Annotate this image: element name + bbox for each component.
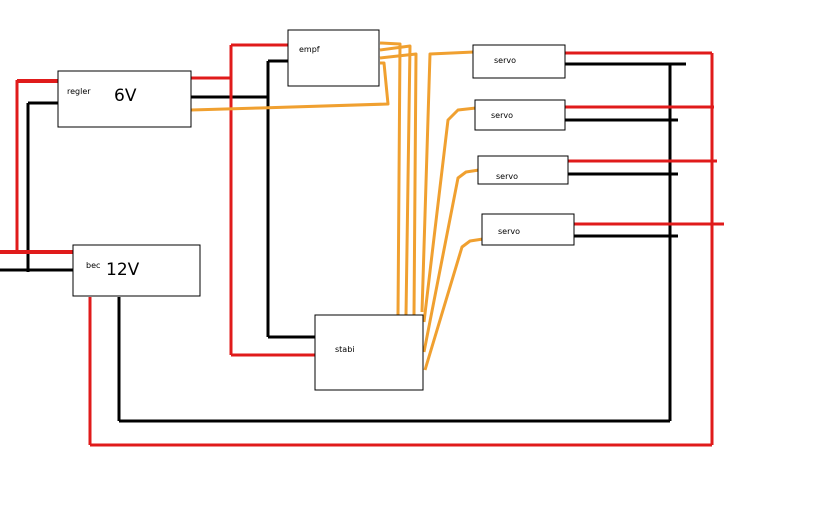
signal-wire-empf-stabi-3 xyxy=(379,52,418,316)
servo-4-body xyxy=(481,213,575,246)
servo-box-2: servo xyxy=(474,99,566,131)
servo-2-body xyxy=(474,99,566,131)
servo-box-3: servo xyxy=(477,155,569,185)
servo-1-label: servo xyxy=(494,56,516,65)
signal-wire-servo-3 xyxy=(422,168,480,353)
regler-voltage: 6V xyxy=(114,86,137,106)
bec-body xyxy=(72,244,201,297)
servo-box-4: servo xyxy=(481,213,575,246)
stabi-label: stabi xyxy=(335,345,355,354)
servo-2-label: servo xyxy=(491,111,513,120)
servo-3-label: servo xyxy=(496,172,518,181)
signal-wire-servo-4 xyxy=(423,237,484,371)
empf-box: empf xyxy=(287,29,380,87)
stabi-body xyxy=(314,314,424,391)
signal-wire-servo-2 xyxy=(422,106,477,323)
signal-wires xyxy=(190,41,484,371)
ground-wires xyxy=(0,59,686,423)
empf-body xyxy=(287,29,380,87)
signal-wire-empf-stabi-1 xyxy=(379,41,402,316)
servo-3-body xyxy=(477,155,569,185)
regler-body xyxy=(57,70,192,128)
signal-wire-regler-empf xyxy=(190,61,390,112)
servo-1-body xyxy=(472,44,566,79)
signal-wire-servo-1 xyxy=(420,50,475,313)
stabi-box: stabi xyxy=(314,314,424,391)
bec-voltage: 12V xyxy=(106,260,140,280)
empf-label: empf xyxy=(299,45,320,54)
servo-4-label: servo xyxy=(498,227,520,236)
regler-box: regler 6V xyxy=(57,70,192,128)
regler-label: regler xyxy=(67,87,91,96)
bec-label: bec xyxy=(86,261,100,270)
bec-box: bec 12V xyxy=(72,244,201,297)
servo-box-1: servo xyxy=(472,44,566,79)
power-wires xyxy=(0,43,724,447)
signal-wire-empf-stabi-2 xyxy=(379,44,412,316)
